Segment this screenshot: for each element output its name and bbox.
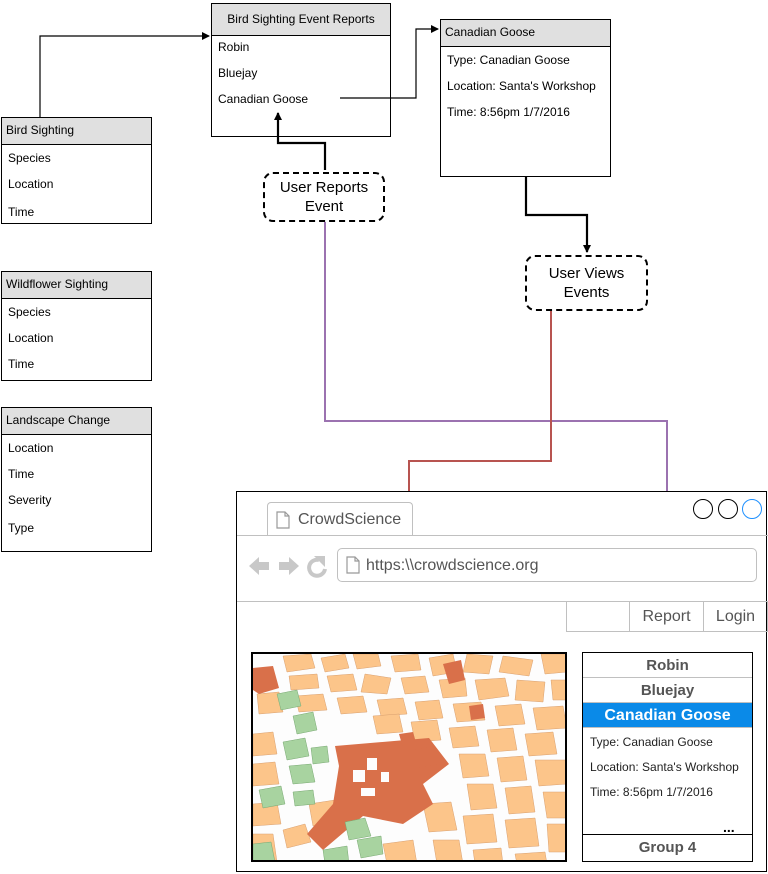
user-reports-line1: User Reports	[279, 179, 369, 196]
window-button-1[interactable]	[693, 499, 713, 519]
refresh-icon[interactable]	[307, 556, 327, 578]
arrow-goose-to-detail	[340, 25, 439, 99]
nav-empty-cell	[566, 601, 630, 632]
goose-detail-field: Location: Santa's Workshop	[447, 79, 596, 93]
event-reports-title: Bird Sighting Event Reports	[212, 4, 390, 36]
bird-sighting-title: Bird Sighting	[2, 118, 151, 145]
group-footer: Group 4	[583, 834, 752, 861]
landscape-change-title: Landscape Change	[2, 408, 151, 435]
detail-time: Time: 8:56pm 1/7/2016	[590, 785, 713, 799]
tab-bar-divider	[237, 535, 768, 536]
event-report-item: Robin	[218, 40, 250, 54]
window-button-3[interactable]	[742, 499, 762, 519]
url-bar[interactable]: https:\\crowdscience.org	[337, 548, 757, 582]
list-item-robin[interactable]: Robin	[583, 653, 752, 678]
browser-tab[interactable]: CrowdScience	[267, 502, 413, 536]
landscape-change-field: Type	[8, 521, 35, 535]
bird-sighting-entity: Bird Sighting Species Location Time	[1, 117, 152, 224]
bird-sighting-field: Time	[8, 205, 35, 219]
toolbar-divider	[237, 601, 768, 602]
page-icon	[346, 556, 360, 574]
landscape-change-entity: Landscape Change Location Time Severity …	[1, 407, 152, 552]
url-text: https:\\crowdscience.org	[366, 557, 539, 574]
goose-detail-title: Canadian Goose	[441, 20, 610, 47]
wildflower-sighting-entity: Wildflower Sighting Species Location Tim…	[1, 271, 152, 381]
bird-sighting-field: Species	[8, 151, 51, 165]
arrow-sighting-to-reports	[39, 32, 210, 117]
city-map-image	[253, 654, 565, 860]
back-arrow-icon[interactable]	[249, 557, 269, 575]
arrow-reports-to-list	[274, 112, 327, 170]
user-views-line1: User Views	[548, 265, 625, 282]
landscape-change-field: Location	[8, 441, 54, 455]
report-button[interactable]: Report	[629, 601, 704, 632]
page-icon	[276, 511, 290, 529]
map-view[interactable]	[251, 652, 567, 862]
wildflower-sighting-title: Wildflower Sighting	[2, 272, 151, 299]
wildflower-sighting-field: Location	[8, 331, 54, 345]
login-button[interactable]: Login	[703, 601, 768, 632]
goose-detail-field: Time: 8:56pm 1/7/2016	[447, 105, 570, 119]
list-item-canadian-goose[interactable]: Canadian Goose	[583, 703, 752, 728]
landscape-change-field: Time	[8, 467, 35, 481]
detail-location: Location: Santa's Workshop	[590, 760, 739, 774]
event-report-item: Canadian Goose	[218, 92, 309, 106]
bird-sighting-field: Location	[8, 177, 54, 191]
wildflower-sighting-field: Species	[8, 305, 51, 319]
forward-arrow-icon[interactable]	[279, 557, 299, 575]
more-indicator[interactable]: ...	[723, 819, 735, 835]
goose-detail-field: Type: Canadian Goose	[447, 53, 570, 67]
window-button-2[interactable]	[718, 499, 738, 519]
landscape-change-field: Severity	[8, 493, 52, 507]
list-item-bluejay[interactable]: Bluejay	[583, 678, 752, 703]
user-reports-line2: Event	[304, 198, 344, 215]
browser-window: CrowdScience https:\\crowdscience.org Re…	[236, 491, 768, 872]
nav-controls	[249, 556, 327, 578]
event-reports-entity: Bird Sighting Event Reports Robin Blueja…	[211, 3, 391, 137]
tab-title: CrowdScience	[298, 511, 402, 528]
user-views-line2: Events	[563, 284, 610, 301]
sighting-list-panel: Robin Bluejay Canadian Goose Type: Canad…	[582, 652, 753, 862]
wildflower-sighting-field: Time	[8, 357, 35, 371]
event-report-item: Bluejay	[218, 66, 258, 80]
goose-detail-entity: Canadian Goose Type: Canadian Goose Loca…	[440, 19, 611, 177]
detail-type: Type: Canadian Goose	[590, 735, 713, 749]
arrow-detail-to-views	[524, 177, 591, 253]
